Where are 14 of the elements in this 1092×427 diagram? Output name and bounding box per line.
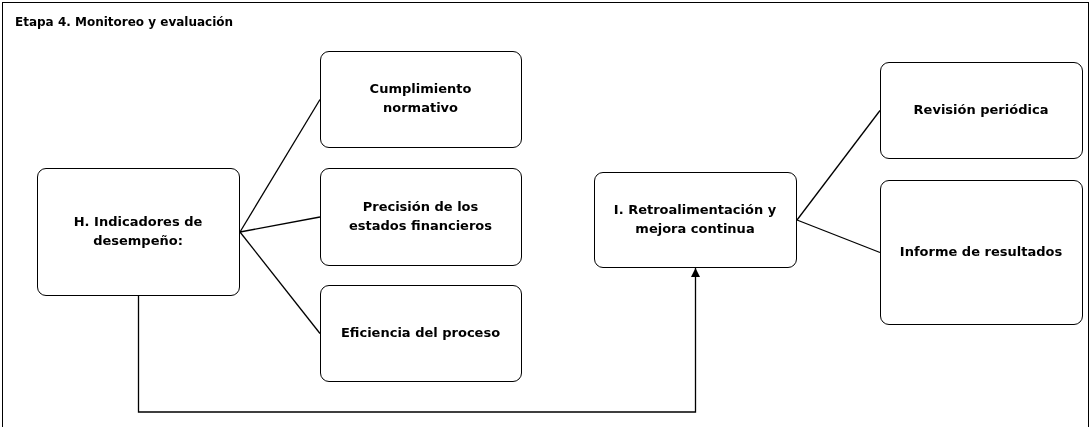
connector-line xyxy=(239,231,321,335)
process-box: Informe de resultados xyxy=(879,179,1083,325)
process-box: Revisión periódica xyxy=(879,61,1083,159)
connector-line xyxy=(239,98,321,233)
stage-heading: Etapa 4. Monitoreo y evaluación xyxy=(15,15,234,29)
process-box: Precisión de los estados financieros xyxy=(319,167,522,266)
connector-line xyxy=(796,109,881,221)
process-box: I. Retroalimentación y mejora continua xyxy=(593,171,797,268)
arrow xyxy=(137,267,701,413)
connector-line xyxy=(239,216,321,233)
connector-line xyxy=(796,219,881,254)
process-box: Eficiencia del proceso xyxy=(319,284,522,382)
process-box: Cumplimiento normativo xyxy=(319,50,522,148)
process-box: H. Indicadores de desempeño: xyxy=(36,167,240,296)
